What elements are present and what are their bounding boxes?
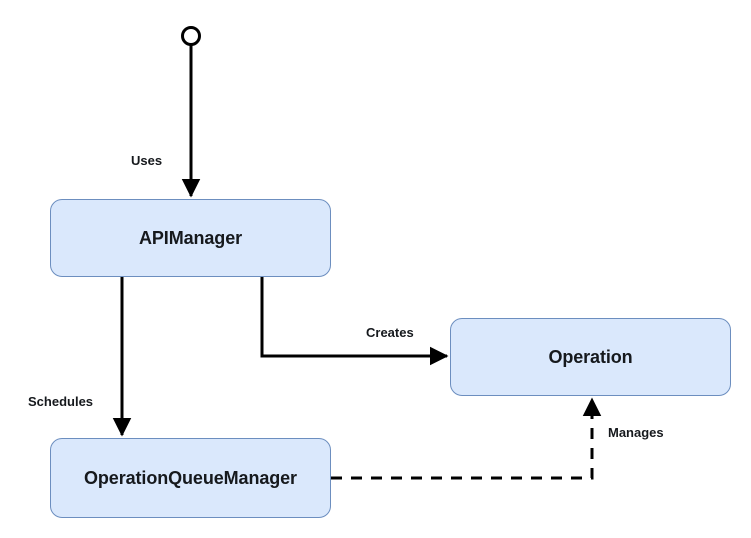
- edge-manages-line: [331, 397, 602, 480]
- node-operationqueuemanager-label: OperationQueueManager: [84, 468, 297, 488]
- node-apimanager[interactable]: APIManager: [50, 199, 331, 277]
- node-operation-label: Operation: [548, 347, 633, 367]
- edge-creates-line: [260, 277, 449, 366]
- edge-label-manages: Manages: [608, 425, 664, 440]
- edge-label-uses: Uses: [131, 153, 163, 168]
- edge-label-creates: Creates: [366, 325, 414, 340]
- node-operationqueuemanager[interactable]: OperationQueueManager: [50, 438, 331, 518]
- edge-label-schedules: Schedules: [28, 394, 94, 409]
- node-operation[interactable]: Operation: [450, 318, 731, 396]
- start-node-circle: [181, 26, 201, 46]
- node-apimanager-label: APIManager: [138, 228, 243, 248]
